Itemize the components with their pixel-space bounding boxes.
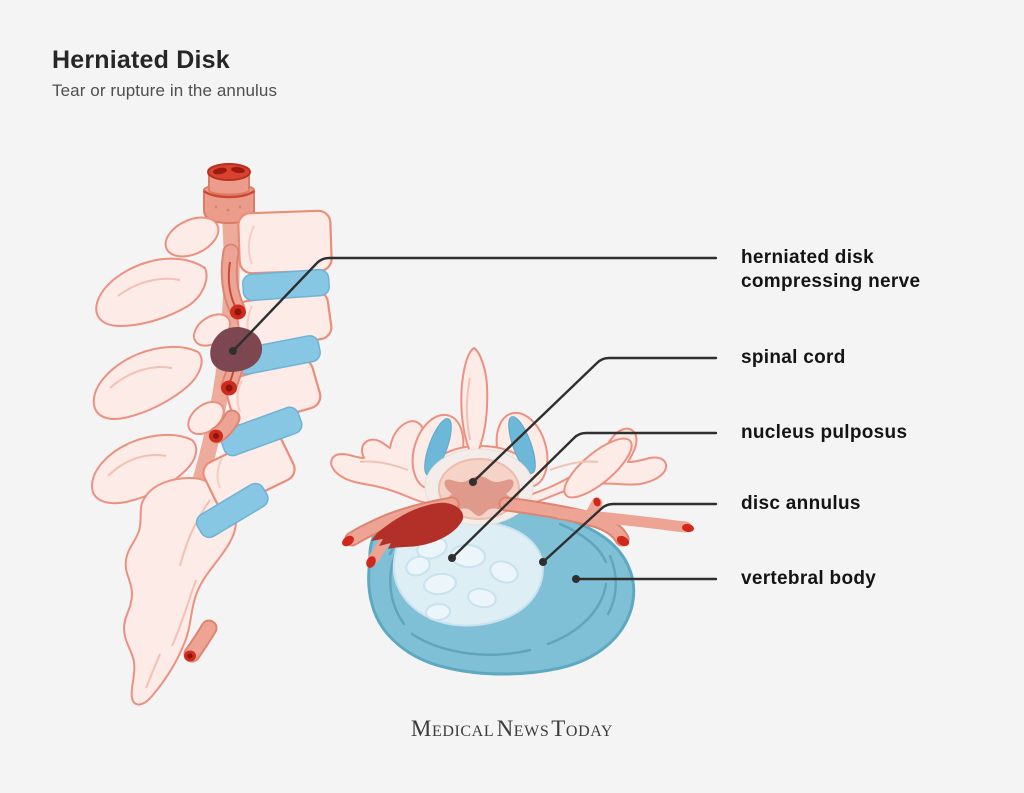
- gray-matter-butterfly: [444, 476, 514, 516]
- intervertebral-disks: [195, 268, 330, 539]
- nucleus-lobules: [405, 536, 519, 622]
- disk-shape: [195, 482, 269, 539]
- spinous-process: [460, 347, 489, 453]
- page-title: Herniated Disk: [52, 46, 230, 74]
- sacrum-shading: [145, 499, 211, 689]
- disk-shape: [219, 406, 303, 457]
- leader-herniated-disk: [231, 256, 718, 353]
- leader-dots: [229, 347, 580, 583]
- medical-news-today-logo: Medical News Today: [410, 716, 614, 741]
- nerve-cut-ends-axial: [342, 497, 694, 568]
- label-vertebral-body: vertebral body: [741, 568, 877, 589]
- disk-shape: [242, 268, 330, 302]
- spinal-cord-cut-end: [203, 163, 255, 225]
- vertebra-axial-view-illustration: [330, 347, 694, 676]
- leader-spinal-cord: [471, 356, 718, 484]
- vertebral-body-shape: [237, 209, 333, 275]
- label-spinal-cord: spinal cord: [741, 347, 846, 368]
- spine-side-view-illustration: [91, 163, 333, 706]
- leader-nucleus-pulposus: [450, 431, 718, 560]
- header: Herniated Disk Tear or rupture in the an…: [52, 46, 277, 101]
- arch-shading: [359, 377, 599, 471]
- right-superior-process: [563, 437, 633, 499]
- leader-lines: [231, 256, 718, 581]
- leader-disc-annulus: [541, 502, 718, 564]
- label-disc-annulus: disc annulus: [741, 493, 861, 514]
- posterior-process-shading: [107, 277, 181, 477]
- label-nucleus-pulposus: nucleus pulposus: [741, 422, 908, 443]
- label-herniated-disk-compressing-nerve: herniated disk compressing nerve: [741, 247, 921, 292]
- nerve-cut-ends: [184, 304, 246, 662]
- page-subtitle: Tear or rupture in the annulus: [52, 81, 278, 100]
- herniation-axial: [371, 502, 464, 549]
